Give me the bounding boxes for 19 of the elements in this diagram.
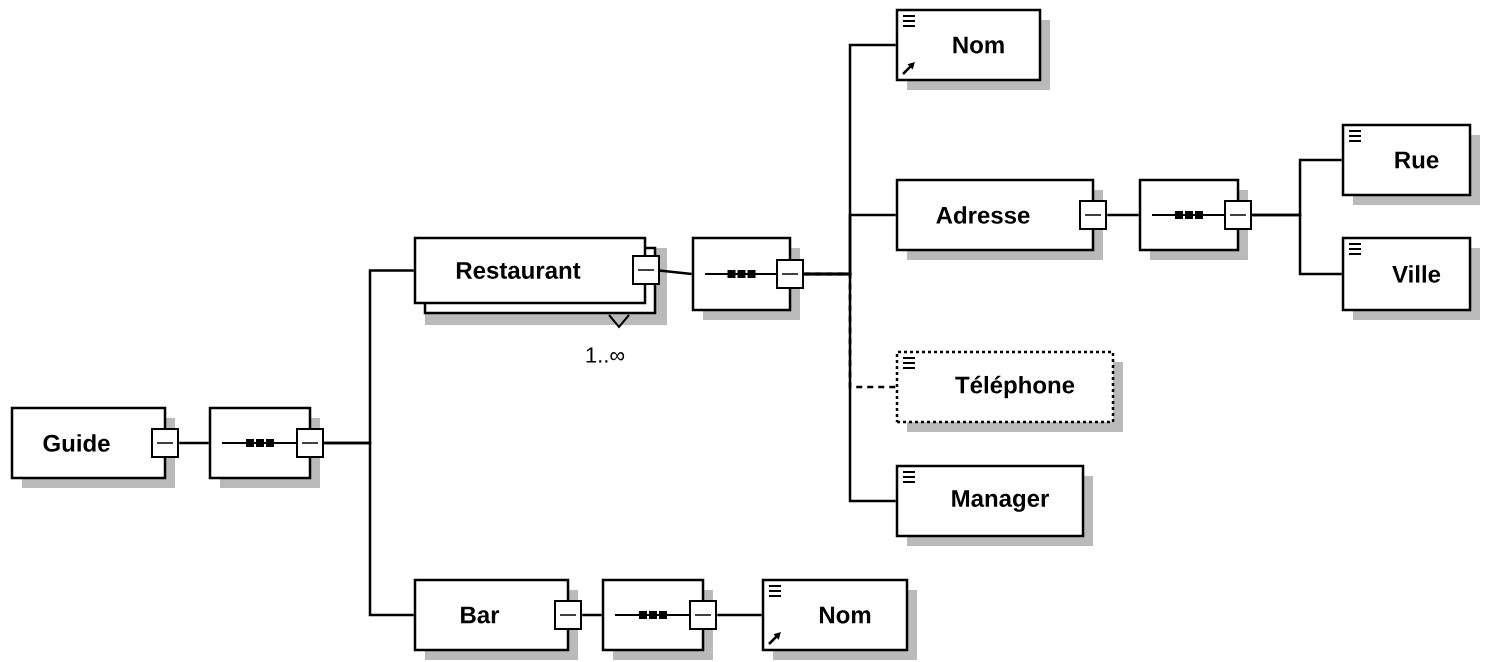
- connector-line: [1107, 213, 1139, 217]
- element-box: Restaurant: [413, 236, 667, 329]
- element-box: Nom: [895, 8, 1050, 90]
- connector-line: [804, 272, 896, 503]
- connector-line: [179, 441, 209, 445]
- connector-line: [324, 441, 414, 617]
- element-box: Nom: [761, 578, 917, 660]
- element-box: Rue: [1341, 123, 1480, 205]
- multiplicity-label: 1..∞: [586, 347, 625, 363]
- connector-line: [582, 613, 602, 617]
- element-box: Manager: [895, 464, 1093, 546]
- element-box: Téléphone: [895, 350, 1123, 432]
- element-box: Guide: [10, 406, 175, 488]
- element-box: Adresse: [895, 178, 1103, 260]
- element-box: Bar: [413, 578, 578, 660]
- element-box: Ville: [1341, 236, 1480, 320]
- connector-line: [659, 269, 692, 276]
- connector-line: [1252, 213, 1342, 276]
- connector-line: [717, 613, 762, 617]
